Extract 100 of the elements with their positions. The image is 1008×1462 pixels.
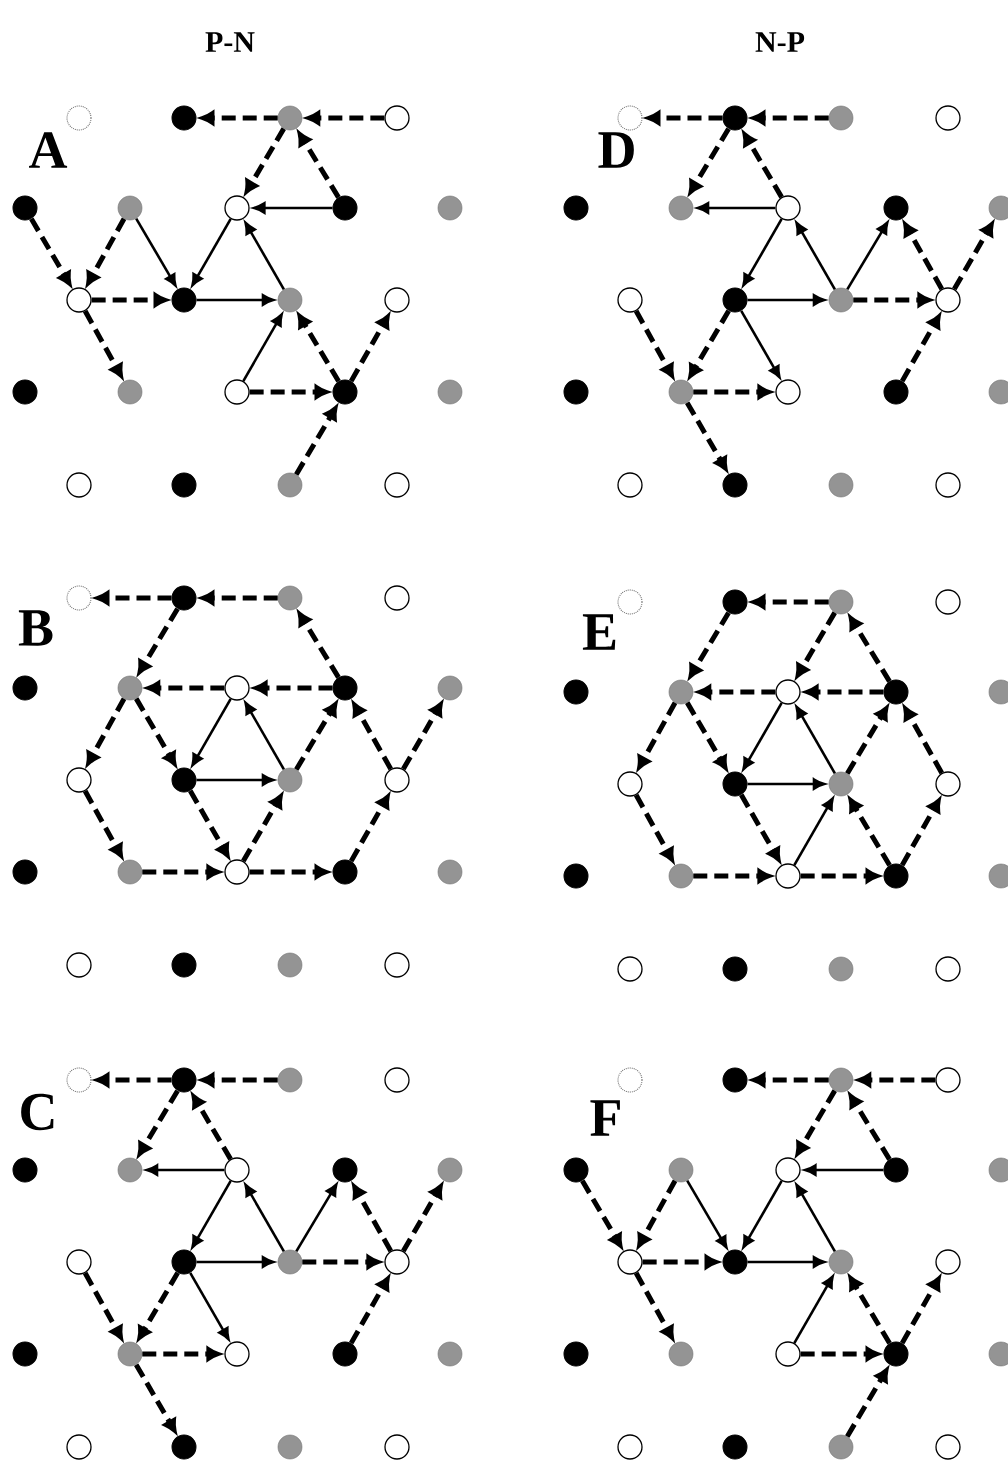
lattice-dot [988,379,1008,405]
arrow [688,127,731,195]
arrow [845,1367,889,1438]
lattice-dot [935,956,961,982]
lattice-dot [668,195,694,221]
arrow [742,702,783,771]
lattice-dot [883,679,909,705]
lattice-dot [722,287,748,313]
lattice-dot [828,472,854,498]
lattice-dot [117,379,143,405]
arrow [846,221,889,291]
arrow [740,310,781,379]
lattice-dot [722,105,748,131]
lattice-dot [224,675,250,701]
lattice-dot [171,585,197,611]
lattice-dot [277,1067,303,1093]
arrow [191,1093,233,1161]
lattice-dot [668,863,694,889]
lattice-dot [384,1249,410,1275]
lattice-dot [332,1157,358,1183]
lattice-dot [668,379,694,405]
lattice-dot [224,859,250,885]
panel-letter: B [18,610,53,646]
lattice-dot [883,863,909,889]
panel-letter: E [582,614,616,650]
lattice-dot [935,472,961,498]
arrow [853,292,932,308]
arrow [952,221,994,291]
column-title: N-P [755,32,805,52]
lattice-dot [988,1341,1008,1367]
arrow [804,684,884,700]
arrow [747,778,826,790]
lattice-dot [66,1249,92,1275]
arrow [189,1272,230,1341]
lattice-dot [563,863,589,889]
arrow [686,1179,728,1249]
lattice-dot [171,952,197,978]
lattice-dot [437,379,463,405]
arrow [401,1183,443,1253]
lattice-dot [617,771,643,797]
arrow [244,221,285,290]
lattice-dot [828,105,854,131]
lattice-dot [12,379,38,405]
lattice-dot [66,585,92,611]
lattice-dot [12,1157,38,1183]
lattice-dot [883,195,909,221]
arrow [633,309,675,379]
lattice-dot [224,195,250,221]
arrow [82,789,124,859]
lattice-dot [617,1434,643,1460]
arrow [742,131,784,199]
lattice-dot [384,472,410,498]
lattice-dot [277,287,303,313]
arrow [196,1256,275,1268]
arrow [82,1271,124,1341]
lattice-dot [617,287,643,313]
lattice-dot [384,952,410,978]
lattice-dot [563,679,589,705]
arrow [696,202,776,214]
arrow [688,309,731,379]
arrow [793,1275,834,1344]
arrow [196,294,275,306]
arrow [191,698,232,767]
arrow [145,1164,225,1176]
lattice-dot [828,1067,854,1093]
lattice-dot [828,1249,854,1275]
lattice-dot [437,1157,463,1183]
lattice-dot [668,679,694,705]
lattice-dot [277,585,303,611]
lattice-dot [224,1341,250,1367]
arrow [633,793,675,863]
lattice-dot [988,1157,1008,1183]
arrow [142,864,221,880]
arrow [401,701,443,771]
lattice-dot [66,1067,92,1093]
arrow [685,401,728,472]
panel-letter: F [590,1100,620,1136]
lattice-dot [384,1067,410,1093]
lattice-dot [883,1341,909,1367]
lattice-dot [171,1067,197,1093]
arrow [742,218,783,287]
arrow [253,680,333,696]
lattice-dot [66,105,92,131]
lattice-dot [668,1341,694,1367]
lattice-dot [617,472,643,498]
lattice-dot [935,1067,961,1093]
lattice-dot [722,956,748,982]
lattice-dot [224,1157,250,1183]
lattice-dot [332,379,358,405]
lattice-dot [722,1067,748,1093]
arrow [137,1271,180,1341]
arrow [241,793,283,863]
arrow [142,1346,221,1362]
lattice-dot [883,1157,909,1183]
lattice-dot [775,195,801,221]
lattice-dot [384,105,410,131]
lattice-dot [12,1341,38,1367]
lattice-dot [117,195,143,221]
arrow [295,1183,338,1253]
arrow [196,774,275,786]
